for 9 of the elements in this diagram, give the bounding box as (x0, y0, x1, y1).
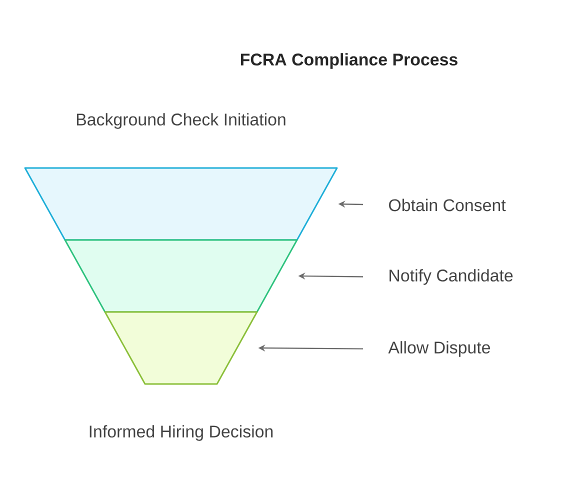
stage-label: Informed Hiring Decision (90, 425, 273, 441)
step-label: Allow Dispute (388, 341, 490, 357)
step-label: Obtain Consent (389, 198, 506, 212)
funnel-band (64, 239, 298, 313)
funnel-band (24, 167, 338, 241)
funnel-band (104, 311, 258, 385)
stage-label: Background Check Initiation (76, 113, 286, 129)
title: FCRA Compliance Process (240, 53, 458, 69)
step-label: Notify Candidate (390, 269, 513, 285)
